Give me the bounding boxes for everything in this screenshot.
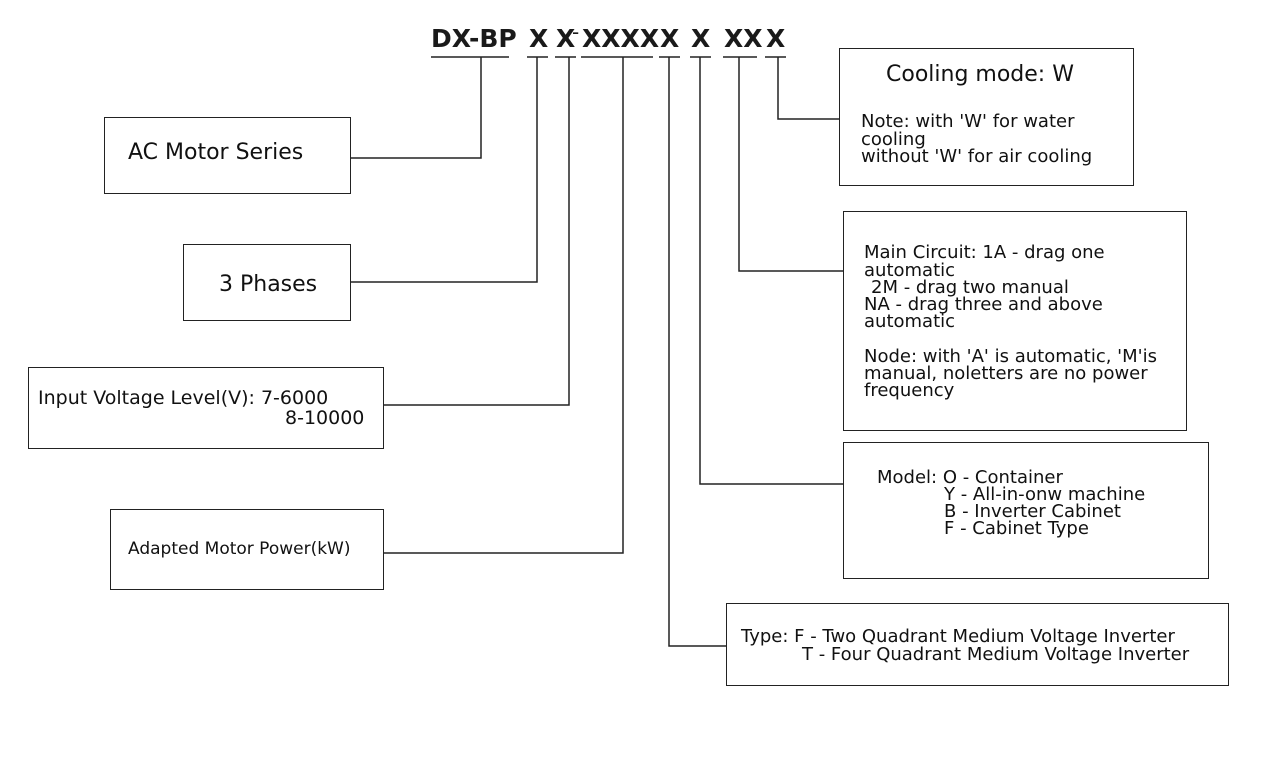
- model-line-3: B - Inverter Cabinet: [944, 501, 1121, 522]
- code-xxxx: XXXX: [582, 24, 660, 53]
- connector-cooling: [777, 57, 840, 120]
- series-label: AC Motor Series: [128, 140, 304, 165]
- type-box: Type: F - Two Quadrant Medium Voltage In…: [726, 603, 1229, 686]
- connector-series: [350, 57, 482, 159]
- circuit-node-1: Node: with 'A' is automatic, 'M'is: [864, 346, 1157, 367]
- cooling-note-1: Note: with 'W' for water: [861, 111, 1075, 132]
- power-label: Adapted Motor Power(kW): [128, 539, 351, 559]
- cooling-title: Cooling mode: W: [886, 62, 1074, 87]
- model-line-4: F - Cabinet Type: [944, 518, 1089, 539]
- connector-voltage: [383, 57, 570, 406]
- code-x2: X: [556, 24, 576, 53]
- power-box: Adapted Motor Power(kW): [110, 509, 384, 590]
- connector-model: [699, 57, 843, 485]
- circuit-line-1: Main Circuit: 1A - drag one: [864, 242, 1105, 263]
- model-line-1: Model: O - Container: [877, 467, 1063, 488]
- code-x5: X: [766, 24, 786, 53]
- voltage-line2: 8-10000: [285, 407, 365, 429]
- code-xx: XX: [724, 24, 763, 53]
- voltage-line1: Input Voltage Level(V): 7-6000: [38, 387, 329, 409]
- connector-type: [668, 57, 727, 647]
- model-box: Model: O - Container Y - All-in-onw mach…: [843, 442, 1209, 579]
- series-box: AC Motor Series: [104, 117, 351, 194]
- cooling-note-2: cooling: [861, 129, 926, 150]
- type-line-1: Type: F - Two Quadrant Medium Voltage In…: [741, 626, 1175, 647]
- code-x3: X: [660, 24, 680, 53]
- cooling-box: Cooling mode: W Note: with 'W' for water…: [839, 48, 1134, 186]
- code-x1: X: [529, 24, 549, 53]
- circuit-box: Main Circuit: 1A - drag one automatic 2M…: [843, 211, 1187, 431]
- phases-label: 3 Phases: [219, 272, 318, 297]
- connector-phases: [350, 57, 538, 283]
- connector-power: [383, 57, 624, 554]
- connector-circuit: [738, 57, 843, 272]
- model-line-2: Y - All-in-onw machine: [944, 484, 1146, 505]
- circuit-node-2: manual, noletters are no power: [864, 363, 1148, 384]
- code-dash: -: [572, 20, 580, 44]
- circuit-line-3: 2M - drag two manual: [871, 277, 1069, 298]
- voltage-box: Input Voltage Level(V): 7-6000 8-10000: [28, 367, 384, 449]
- cooling-note-3: without 'W' for air cooling: [861, 146, 1093, 167]
- circuit-line-2: automatic: [864, 260, 956, 281]
- code-x4: X: [691, 24, 711, 53]
- type-line-2: T - Four Quadrant Medium Voltage Inverte…: [802, 644, 1190, 665]
- code-prefix: DX-BP: [431, 24, 517, 53]
- circuit-line-4: NA - drag three and above: [864, 294, 1103, 315]
- phases-box: 3 Phases: [183, 244, 351, 321]
- circuit-line-5: automatic: [864, 311, 956, 332]
- circuit-node-3: frequency: [864, 380, 955, 401]
